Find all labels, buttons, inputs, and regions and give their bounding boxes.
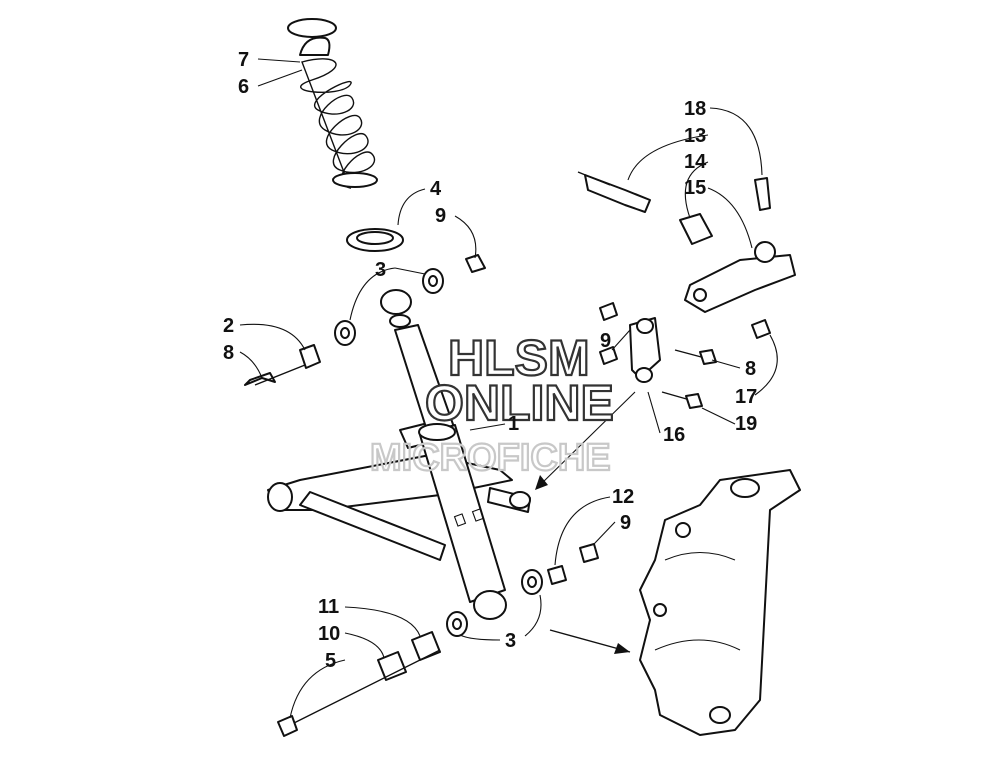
nut-9-upper — [465, 254, 486, 273]
callout-15: 15 — [684, 177, 706, 199]
watermark-line-2: ONLINE — [425, 375, 614, 431]
callout-17: 17 — [735, 386, 757, 408]
arm-15 — [684, 254, 796, 313]
sway-bar-13 — [584, 174, 651, 213]
bolt-5-head — [277, 715, 298, 737]
callout-5: 5 — [325, 650, 336, 672]
nut-9-lower — [579, 543, 599, 563]
bolt-8-link — [699, 349, 717, 365]
callout-8-upper: 8 — [223, 342, 234, 364]
coil-spring — [287, 18, 378, 189]
link-16 — [629, 317, 661, 379]
upper-hardware — [244, 254, 486, 386]
callout-3-lower: 3 — [505, 630, 516, 652]
callout-labels: 7 6 4 9 3 2 8 1 18 13 14 15 9 8 17 19 16… — [223, 49, 757, 672]
bushing-12 — [547, 565, 567, 585]
watermark-line-3: MICROFICHE — [370, 437, 611, 479]
callout-19: 19 — [735, 413, 757, 435]
bushing-2 — [299, 344, 321, 369]
callout-13: 13 — [684, 125, 706, 147]
callout-1: 1 — [508, 413, 519, 435]
bushing-10 — [377, 651, 407, 681]
callout-7: 7 — [238, 49, 249, 71]
shock-absorber — [380, 289, 507, 620]
callout-18: 18 — [684, 98, 706, 120]
spindle-knuckle — [639, 469, 801, 736]
lower-hardware — [277, 543, 599, 737]
callout-16: 16 — [663, 424, 685, 446]
callout-12: 12 — [612, 486, 634, 508]
nut-17 — [751, 319, 771, 339]
callout-9-lower: 9 — [620, 512, 631, 534]
callout-10: 10 — [318, 623, 340, 645]
sleeve-11 — [411, 631, 441, 661]
callout-6: 6 — [238, 76, 249, 98]
callout-11: 11 — [318, 596, 339, 618]
watermark-line-1: HLSM — [448, 330, 590, 386]
callout-4: 4 — [430, 178, 442, 200]
callout-14: 14 — [684, 151, 707, 173]
bolt-19 — [685, 393, 703, 409]
watermark: HLSM ONLINE MICROFICHE — [369, 329, 615, 480]
callout-9-upper: 9 — [435, 205, 446, 227]
callout-9-link: 9 — [600, 330, 611, 352]
spring-seat — [346, 228, 404, 252]
nut-9-link-bottom — [599, 346, 618, 365]
bolt-18 — [754, 177, 771, 211]
callout-8-link: 8 — [745, 358, 756, 380]
leader-lines — [239, 58, 778, 719]
callout-3-upper: 3 — [375, 259, 386, 281]
nut-9-link-top — [599, 302, 618, 321]
bushing-14 — [679, 213, 713, 245]
callout-2: 2 — [223, 315, 234, 337]
sway-bar-linkage — [577, 171, 796, 409]
